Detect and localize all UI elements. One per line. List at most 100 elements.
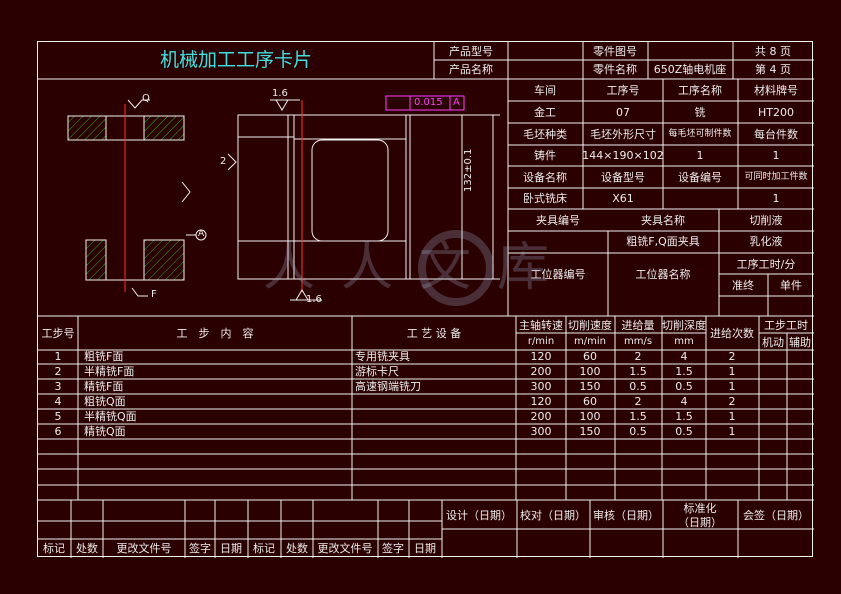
fixture-no-label: 夹具编号 — [536, 214, 580, 227]
design-date-label: 设计（日期） — [446, 509, 512, 522]
workshop-value: 金工 — [534, 106, 556, 119]
col-step-content: 工 步 内 容 — [176, 327, 254, 340]
op-no-label: 工序号 — [606, 84, 640, 97]
revision-signature-label: 签字 — [189, 542, 211, 555]
step-no: 5 — [54, 410, 62, 423]
step-depth: 4 — [680, 395, 688, 408]
part-name-value: 650Z轴电机座 — [653, 63, 727, 76]
blank-size-value: 144×190×102 — [582, 149, 664, 162]
step-content: 精铣Q面 — [84, 425, 126, 438]
step-depth: 4 — [680, 350, 688, 363]
step-speed: 200 — [530, 410, 552, 423]
station-name-label: 工位器名称 — [635, 268, 691, 281]
coolant-value: 乳化液 — [749, 235, 783, 248]
col-speed-unit: r/min — [527, 336, 555, 347]
fixture-name-value: 粗铣F,Q面夹具 — [626, 235, 700, 248]
col-feed: 进给量 — [621, 319, 655, 332]
fixture-name-label: 夹具名称 — [641, 214, 685, 227]
col-passes: 进给次数 — [710, 327, 754, 340]
revision-date-label-2: 日期 — [414, 542, 436, 555]
step-feed: 0.5 — [629, 425, 647, 438]
review-date-label: 审核（日期） — [593, 509, 659, 522]
op-name-value: 铣 — [694, 106, 706, 119]
step-depth: 0.5 — [675, 380, 693, 393]
step-speed: 120 — [530, 395, 552, 408]
roughness-bottom: 1.6 — [306, 294, 322, 305]
revision-doc-label: 更改文件号 — [116, 542, 172, 555]
concurrent-label: 可同时加工件数 — [744, 172, 808, 182]
step-equipment: 专用铣夹具 — [355, 350, 410, 363]
step-passes: 1 — [728, 425, 736, 438]
step-speed: 120 — [530, 350, 552, 363]
station-no-label: 工位器编号 — [530, 268, 586, 281]
step-no: 3 — [54, 380, 62, 393]
step-cut-speed: 60 — [583, 350, 597, 363]
col-equipment: 工 艺 设 备 — [406, 327, 462, 340]
step-speed: 200 — [530, 365, 552, 378]
step-speed: 300 — [530, 425, 552, 438]
view-label-2: 2 — [220, 156, 227, 167]
per-unit-value: 1 — [772, 149, 780, 162]
per-unit-label: 每台件数 — [754, 128, 798, 141]
revision-mark-label: 标记 — [43, 542, 65, 555]
standard-label: 标准化 — [683, 502, 717, 515]
step-no: 6 — [54, 425, 62, 438]
step-no: 2 — [54, 365, 62, 378]
step-passes: 2 — [728, 395, 736, 408]
step-feed: 1.5 — [629, 410, 647, 423]
step-equipment: 高速钢端铣刀 — [355, 380, 421, 393]
col-step-no: 工步号 — [41, 327, 75, 340]
equip-no-label: 设备编号 — [678, 171, 722, 184]
front-view — [227, 95, 500, 301]
step-content: 粗铣F面 — [84, 350, 124, 363]
watermark-text: 人人文库 — [263, 238, 576, 298]
step-depth: 0.5 — [675, 425, 693, 438]
prep-label: 准终 — [732, 279, 754, 292]
step-passes: 1 — [728, 410, 736, 423]
step-cut-speed: 100 — [579, 410, 601, 423]
surface-q-label: Q — [142, 93, 150, 104]
product-model-label: 产品型号 — [449, 45, 493, 58]
col-depth: 切削深度 — [662, 319, 706, 332]
step-cut-speed: 100 — [579, 365, 601, 378]
revision-date-label: 日期 — [220, 542, 242, 555]
datum-label: A — [453, 97, 460, 108]
left-view — [67, 99, 207, 297]
step-depth: 1.5 — [675, 410, 693, 423]
step-no: 4 — [54, 395, 62, 408]
datum-symbol-label: A — [198, 229, 205, 239]
workshop-label: 车间 — [534, 84, 556, 97]
per-blank-label: 每毛坯可制件数 — [668, 129, 732, 139]
watermark-logo — [418, 230, 494, 306]
countersign-date-label: 会签（日期） — [743, 509, 809, 522]
material-label: 材料牌号 — [754, 84, 798, 97]
process-card: 机械加工工序卡片 产品型号 产品名称 零件图号 零件名称 650Z轴电机座 共 … — [37, 41, 814, 558]
roughness-top: 1.6 — [272, 88, 288, 99]
part-drawing-label: 零件图号 — [593, 45, 637, 58]
op-time-label: 工序工时/分 — [736, 258, 796, 271]
step-content: 精铣F面 — [84, 380, 124, 393]
check-date-label: 校对（日期） — [520, 509, 586, 522]
step-feed: 2 — [634, 395, 642, 408]
step-equipment: 游标卡尺 — [355, 365, 399, 378]
col-feed-unit: mm/s — [623, 336, 653, 347]
standard-date-label: （日期） — [678, 516, 722, 529]
op-no-value: 07 — [616, 106, 630, 119]
col-aux-time: 辅助 — [789, 336, 811, 349]
equip-name-value: 卧式铣床 — [523, 192, 567, 205]
col-machine-time: 机动 — [762, 336, 784, 349]
step-speed: 300 — [530, 380, 552, 393]
equip-name-label: 设备名称 — [523, 171, 567, 184]
unit-time-label: 单件 — [780, 279, 802, 292]
col-speed: 主轴转速 — [519, 319, 563, 332]
step-cut-speed: 150 — [579, 425, 601, 438]
page-number: 第 4 页 — [755, 63, 791, 76]
step-cut-speed: 60 — [583, 395, 597, 408]
revision-count-label-2: 处数 — [286, 542, 308, 555]
step-content: 粗铣Q面 — [84, 395, 126, 408]
card-grid — [38, 42, 814, 558]
per-blank-value: 1 — [696, 149, 704, 162]
step-feed: 0.5 — [629, 380, 647, 393]
revision-mark-label-2: 标记 — [253, 542, 275, 555]
step-passes: 1 — [728, 365, 736, 378]
